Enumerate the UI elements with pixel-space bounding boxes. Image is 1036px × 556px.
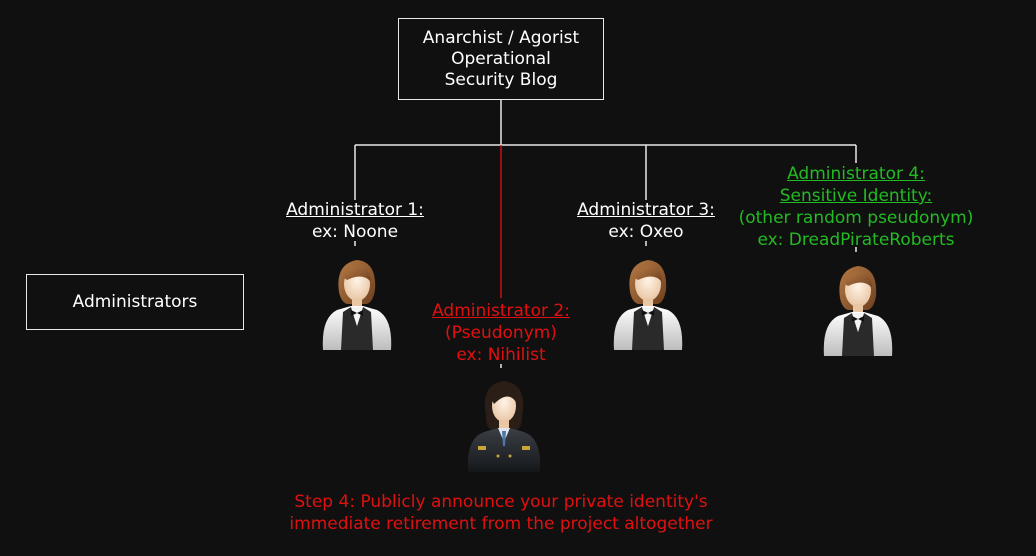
waitress-icon xyxy=(823,266,893,356)
admin-2-label: Administrator 2: (Pseudonym) ex: Nihilis… xyxy=(401,300,601,366)
admin-2-example: ex: Nihilist xyxy=(456,345,546,365)
step-4-line2: immediate retirement from the project al… xyxy=(289,514,713,534)
waitress-icon xyxy=(322,260,392,350)
root-title-line1: Anarchist / Agorist xyxy=(422,27,580,48)
root-title-line2: Operational xyxy=(451,48,551,69)
admin-4-subtitle: (other random pseudonym) xyxy=(738,208,974,228)
admin-1-example: ex: Noone xyxy=(311,222,399,242)
admin-4-label: Administrator 4: Sensitive Identity: (ot… xyxy=(726,163,986,251)
officer-icon xyxy=(467,381,541,472)
step-4-note: Step 4: Publicly announce your private i… xyxy=(251,491,751,535)
admin-2-title: Administrator 2: xyxy=(432,301,570,321)
admin-4-title2: Sensitive Identity: xyxy=(779,186,933,206)
admin-1-label: Administrator 1: ex: Noone xyxy=(255,199,455,243)
root-node: Anarchist / Agorist Operational Security… xyxy=(398,18,604,100)
admin-1-title: Administrator 1: xyxy=(286,200,424,220)
admin-3-title: Administrator 3: xyxy=(577,200,715,220)
root-title-line3: Security Blog xyxy=(444,69,558,90)
admin-3-label: Administrator 3: ex: Oxeo xyxy=(546,199,746,243)
admin-4-title: Administrator 4: xyxy=(787,164,925,184)
admin-2-subtitle: (Pseudonym) xyxy=(445,323,557,343)
admin-4-example: ex: DreadPirateRoberts xyxy=(757,230,955,250)
step-4-line1: Step 4: Publicly announce your private i… xyxy=(294,492,708,512)
waitress-icon xyxy=(613,260,683,350)
administrators-box: Administrators xyxy=(26,274,244,330)
admin-3-example: ex: Oxeo xyxy=(608,222,684,242)
administrators-label: Administrators xyxy=(72,291,198,312)
